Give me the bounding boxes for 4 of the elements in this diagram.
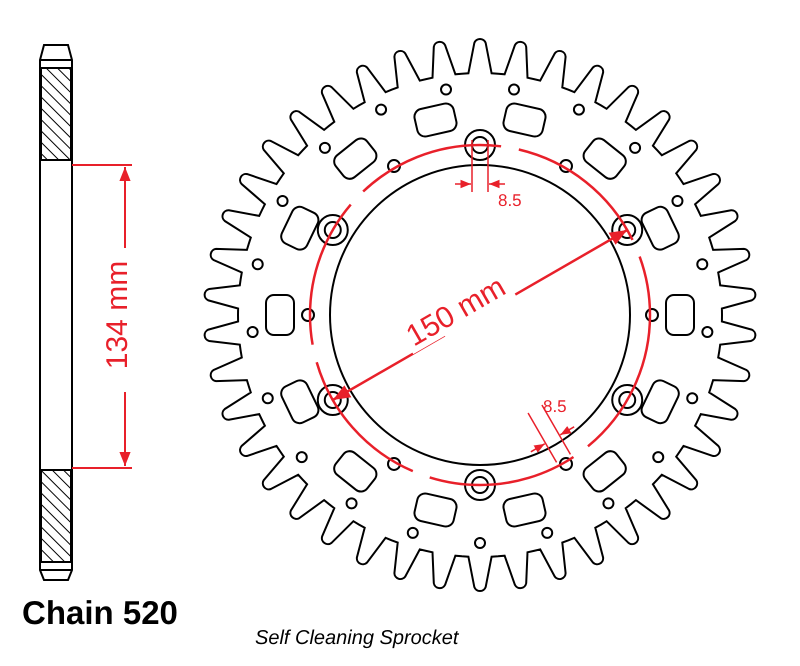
chain-size-label: Chain 520 xyxy=(22,596,178,629)
dimension-label: 8.5 xyxy=(498,192,522,209)
caption-text: Self Cleaning Sprocket xyxy=(255,628,458,648)
dimension-label: 8.5 xyxy=(543,398,567,415)
